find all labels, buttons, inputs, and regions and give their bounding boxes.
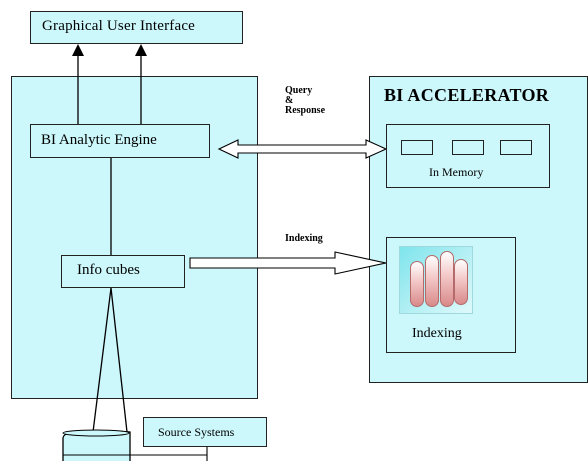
memory-slot: [452, 140, 484, 155]
memory-slot: [401, 140, 433, 155]
memory-label: In Memory: [429, 165, 484, 179]
engine-to-gui-arrowhead-left: [72, 44, 84, 56]
in-memory-box: In Memory: [386, 124, 550, 188]
source-systems-box: Source Systems: [143, 417, 267, 447]
memory-slot: [500, 140, 532, 155]
response-label-line: Response: [285, 105, 326, 116]
query-response-double-arrow: [217, 139, 388, 159]
cubes-to-source-line-right: [110, 287, 128, 433]
cubes-label: Info cubes: [77, 262, 140, 278]
query-response-label: Query & Response: [285, 86, 325, 116]
indexing-node-label: Indexing: [412, 326, 462, 341]
source-database-cylinder: [62, 429, 208, 461]
engine-to-gui-arrowhead-right: [135, 44, 147, 56]
info-cubes-box: Info cubes: [61, 255, 185, 288]
ampersand-label-line: &: [285, 95, 294, 106]
bi-analytic-engine-box: BI Analytic Engine: [30, 124, 210, 158]
source-label: Source Systems: [158, 425, 235, 439]
graphical-user-interface-box: Graphical User Interface: [30, 11, 243, 44]
engine-label: BI Analytic Engine: [41, 132, 157, 148]
gui-label: Graphical User Interface: [42, 18, 196, 34]
query-label-line: Query: [285, 85, 313, 96]
cubes-to-source-line-left: [92, 287, 112, 433]
indexing-bars-icon: [399, 246, 473, 314]
bi-accelerator-title: BI ACCELERATOR: [384, 85, 550, 105]
indexing-edge-label: Indexing: [285, 233, 323, 244]
indexing-arrow: [189, 251, 387, 275]
